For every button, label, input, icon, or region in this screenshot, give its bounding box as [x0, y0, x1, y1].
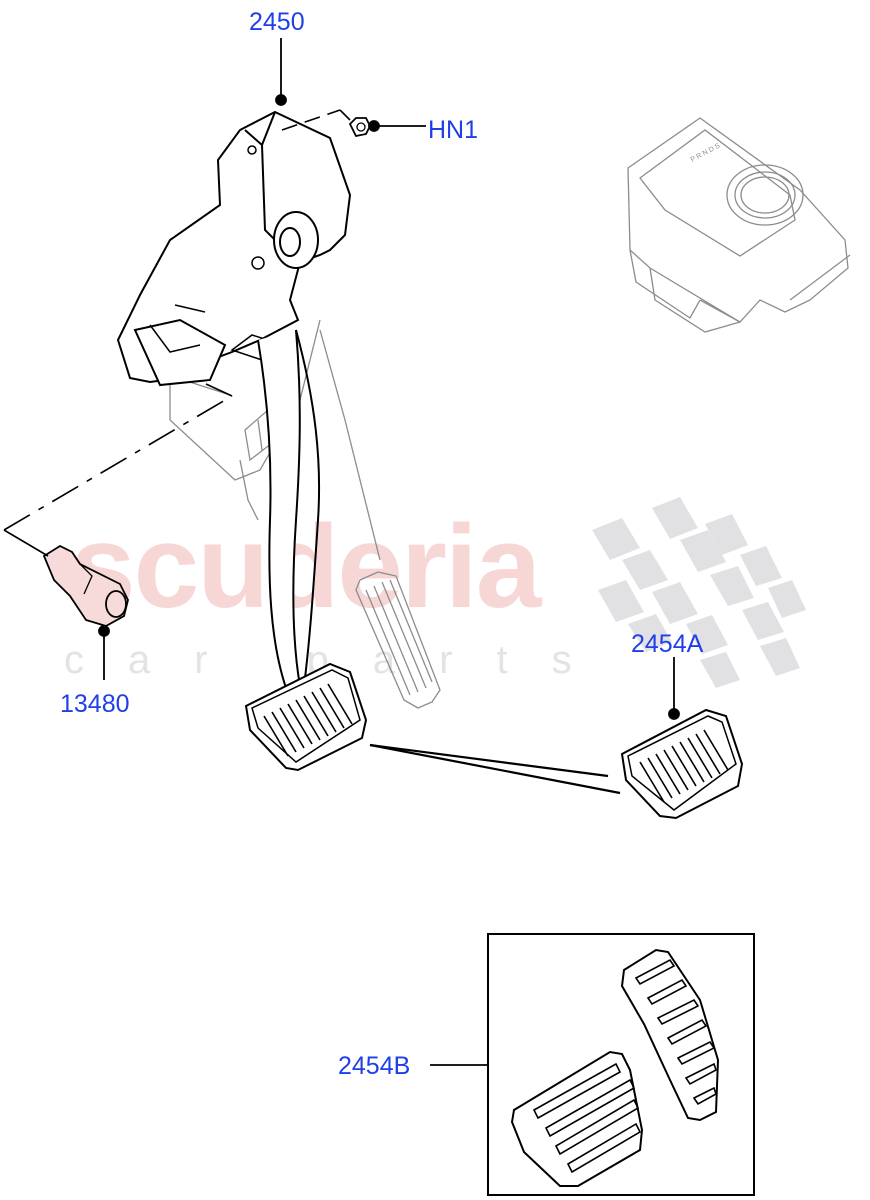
- brake-pedal-assembly: [116, 110, 352, 690]
- watermark-scuderia: scuderia: [70, 501, 541, 633]
- callout-leaders: [98, 38, 680, 1066]
- svg-text:P R N D S: P R N D S: [690, 142, 722, 163]
- callout-2454A[interactable]: 2454A: [631, 630, 704, 658]
- pad-reference-lines: [369, 743, 621, 795]
- stop-lamp-switch: [42, 544, 129, 627]
- brake-pedal-pad-installed: [244, 662, 368, 772]
- callout-2450[interactable]: 2450: [249, 8, 305, 36]
- callout-13480[interactable]: 13480: [60, 690, 130, 718]
- nut-HN1: [348, 117, 372, 138]
- checkered-flag-watermark: [592, 497, 806, 688]
- pedal-pad-2454A: [620, 708, 744, 820]
- gear-selector-ghost: P R N D S: [627, 117, 851, 333]
- callout-HN1[interactable]: HN1: [428, 116, 479, 144]
- pedal-pad-kit-box: [487, 933, 755, 1196]
- callout-2454B[interactable]: 2454B: [338, 1052, 411, 1080]
- assembly-dashed-lines: [3, 109, 351, 557]
